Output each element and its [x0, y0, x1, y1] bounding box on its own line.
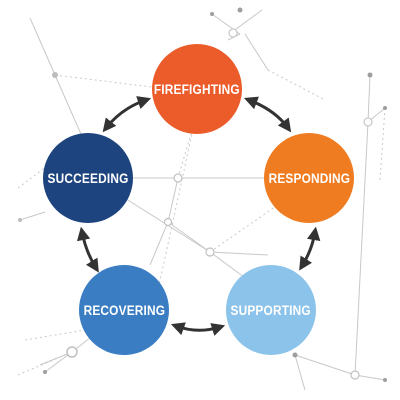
background-line	[244, 33, 269, 71]
background-line	[167, 177, 179, 223]
network-dot	[210, 12, 214, 16]
network-node-ring	[350, 370, 360, 380]
node-responding: RESPONDING	[264, 133, 354, 223]
network-node-ring	[205, 247, 215, 257]
network-node-ring	[173, 173, 183, 183]
network-dot	[237, 7, 243, 13]
background-line	[354, 121, 369, 376]
network-dot	[292, 352, 298, 358]
background-line	[19, 211, 46, 221]
node-recovering: RECOVERING	[79, 265, 169, 355]
node-label-responding: RESPONDING	[268, 170, 350, 186]
network-dot	[383, 106, 387, 110]
background-line	[24, 329, 86, 341]
background-line	[209, 251, 269, 256]
background-line	[29, 17, 56, 76]
background-line	[231, 9, 263, 33]
network-node-ring	[163, 217, 173, 227]
background-line	[367, 74, 371, 123]
background-line	[54, 74, 161, 89]
network-node-ring	[363, 117, 373, 127]
network-dot	[383, 378, 387, 382]
node-supporting: SUPPORTING	[226, 265, 316, 355]
node-firefighting: FIREFIGHTING	[152, 44, 242, 134]
arrow-firefighting-responding	[243, 96, 292, 133]
arrow-firefighting-succeeding	[102, 96, 152, 133]
arrow-responding-supporting	[299, 226, 321, 271]
background-dots	[18, 7, 387, 382]
background-line	[209, 199, 286, 253]
network-dot	[43, 370, 47, 374]
background-line	[379, 107, 386, 181]
node-label-firefighting: FIREFIGHTING	[154, 81, 240, 97]
arrow-succeeding-recovering	[76, 226, 99, 273]
node-label-recovering: RECOVERING	[83, 302, 165, 318]
network-dot	[52, 72, 58, 78]
node-label-succeeding: SUCCEEDING	[47, 170, 129, 186]
node-label-supporting: SUPPORTING	[230, 302, 312, 318]
background-line	[157, 119, 196, 291]
background-line	[354, 374, 386, 381]
arrow-recovering-supporting	[170, 322, 226, 336]
network-node-ring	[228, 28, 238, 38]
network-node-ring	[66, 346, 78, 358]
background-line	[267, 69, 326, 101]
network-dot	[367, 72, 373, 78]
background-line	[294, 354, 306, 391]
node-succeeding: SUCCEEDING	[43, 133, 133, 223]
background-line	[294, 354, 356, 376]
background-line	[149, 221, 169, 266]
network-dot	[18, 218, 22, 222]
